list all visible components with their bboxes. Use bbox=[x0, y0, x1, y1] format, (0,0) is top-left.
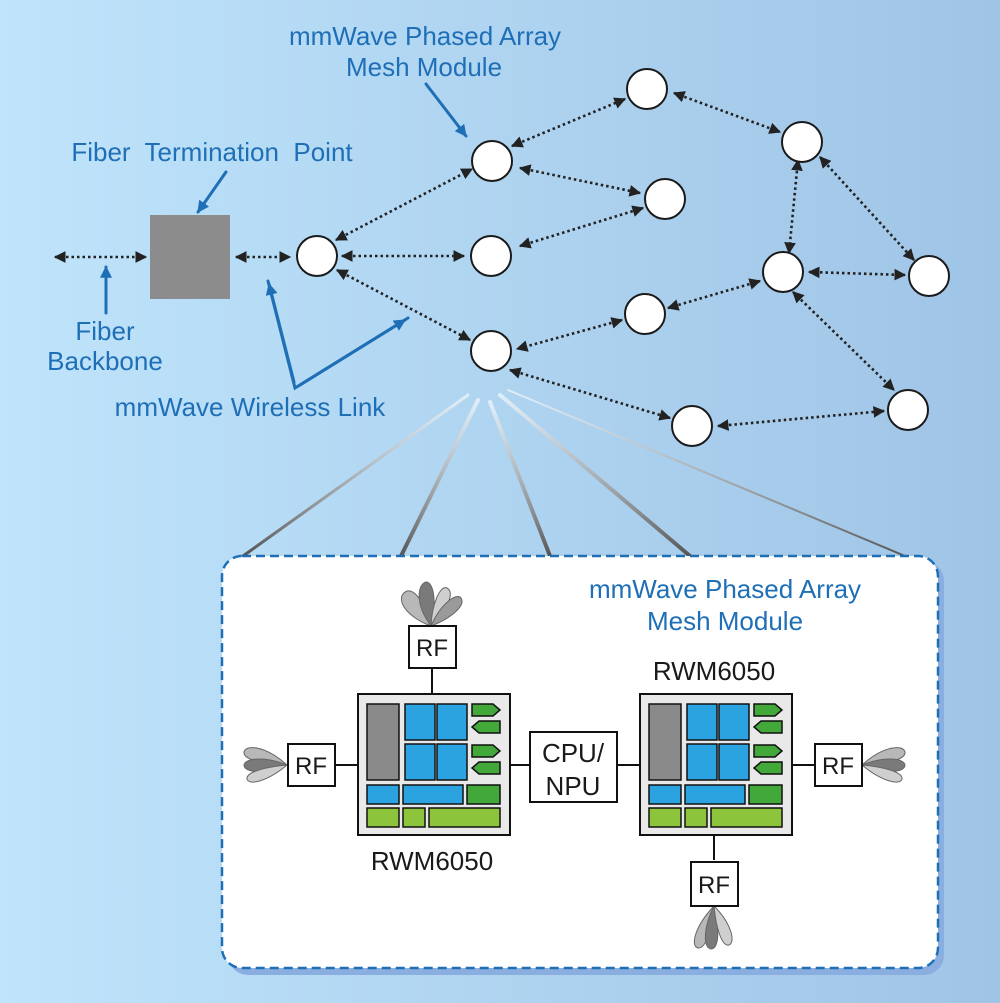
chip-left-name: RWM6050 bbox=[371, 846, 493, 876]
antenna-bottom bbox=[693, 904, 733, 950]
detail-title-line2: Mesh Module bbox=[647, 606, 803, 636]
mesh-node bbox=[671, 405, 713, 447]
cpu-npu-box: CPU/ NPU bbox=[529, 731, 618, 803]
mesh-nodes bbox=[296, 68, 950, 447]
antenna-top bbox=[400, 581, 463, 628]
link-n12-n11 bbox=[716, 406, 886, 431]
mesh-node bbox=[296, 235, 338, 277]
ftp-callout-arrow bbox=[196, 170, 228, 214]
antenna-right bbox=[860, 747, 906, 783]
link-n7-n8 bbox=[784, 158, 803, 255]
top-module-label-line1: mmWave Phased Array bbox=[289, 21, 561, 51]
zoom-fan-lines bbox=[241, 389, 906, 558]
cpu-label-line1: CPU/ bbox=[542, 738, 605, 768]
antenna-left bbox=[243, 747, 289, 783]
mesh-node bbox=[470, 330, 512, 372]
fiber-termination-box bbox=[150, 215, 230, 299]
wireless-link-label: mmWave Wireless Link bbox=[115, 392, 387, 422]
rf-box-left: RF bbox=[287, 743, 336, 787]
mesh-node bbox=[626, 68, 668, 110]
rf-right-label: RF bbox=[822, 753, 854, 780]
rf-bottom-label: RF bbox=[698, 872, 730, 899]
mesh-node bbox=[781, 121, 823, 163]
rf-box-right: RF bbox=[814, 743, 863, 787]
callout-arrows bbox=[100, 82, 468, 391]
wireless-links bbox=[53, 91, 915, 431]
link-n4-n12 bbox=[508, 367, 672, 421]
module-detail-panel: mmWave Phased Array Mesh Module bbox=[220, 554, 944, 975]
detail-title-line1: mmWave Phased Array bbox=[589, 574, 861, 604]
link-n7-n9 bbox=[819, 156, 915, 261]
fiber-backbone-label-line2: Backbone bbox=[47, 346, 163, 376]
chip-right-name: RWM6050 bbox=[653, 656, 775, 686]
chip-right bbox=[639, 693, 793, 836]
rf-box-bottom: RF bbox=[690, 861, 739, 907]
link-n8-n11 bbox=[792, 291, 895, 391]
cpu-label-line2: NPU bbox=[546, 771, 601, 801]
link-n1-n2 bbox=[334, 167, 474, 242]
detail-wires bbox=[335, 668, 815, 860]
chip-left bbox=[357, 693, 511, 836]
mesh-node bbox=[644, 178, 686, 220]
mesh-node bbox=[624, 293, 666, 335]
link-n2-n6 bbox=[518, 164, 642, 197]
mesh-node bbox=[908, 255, 950, 297]
mesh-node bbox=[471, 140, 513, 182]
link-n2-n5 bbox=[510, 97, 627, 148]
rf-left-label: RF bbox=[295, 753, 327, 780]
link-n5-n7 bbox=[672, 91, 782, 134]
fiber-backbone-label-line1: Fiber bbox=[75, 316, 135, 346]
module-callout-arrow bbox=[424, 82, 468, 138]
rf-box-top: RF bbox=[408, 625, 457, 669]
mesh-node bbox=[470, 235, 512, 277]
link-n10-n4 bbox=[515, 317, 624, 352]
top-module-label-line2: Mesh Module bbox=[346, 52, 502, 82]
mesh-node bbox=[762, 251, 804, 293]
mesh-node bbox=[887, 389, 929, 431]
fiber-termination-label: Fiber Termination Point bbox=[71, 137, 353, 167]
rf-top-label: RF bbox=[416, 635, 448, 662]
